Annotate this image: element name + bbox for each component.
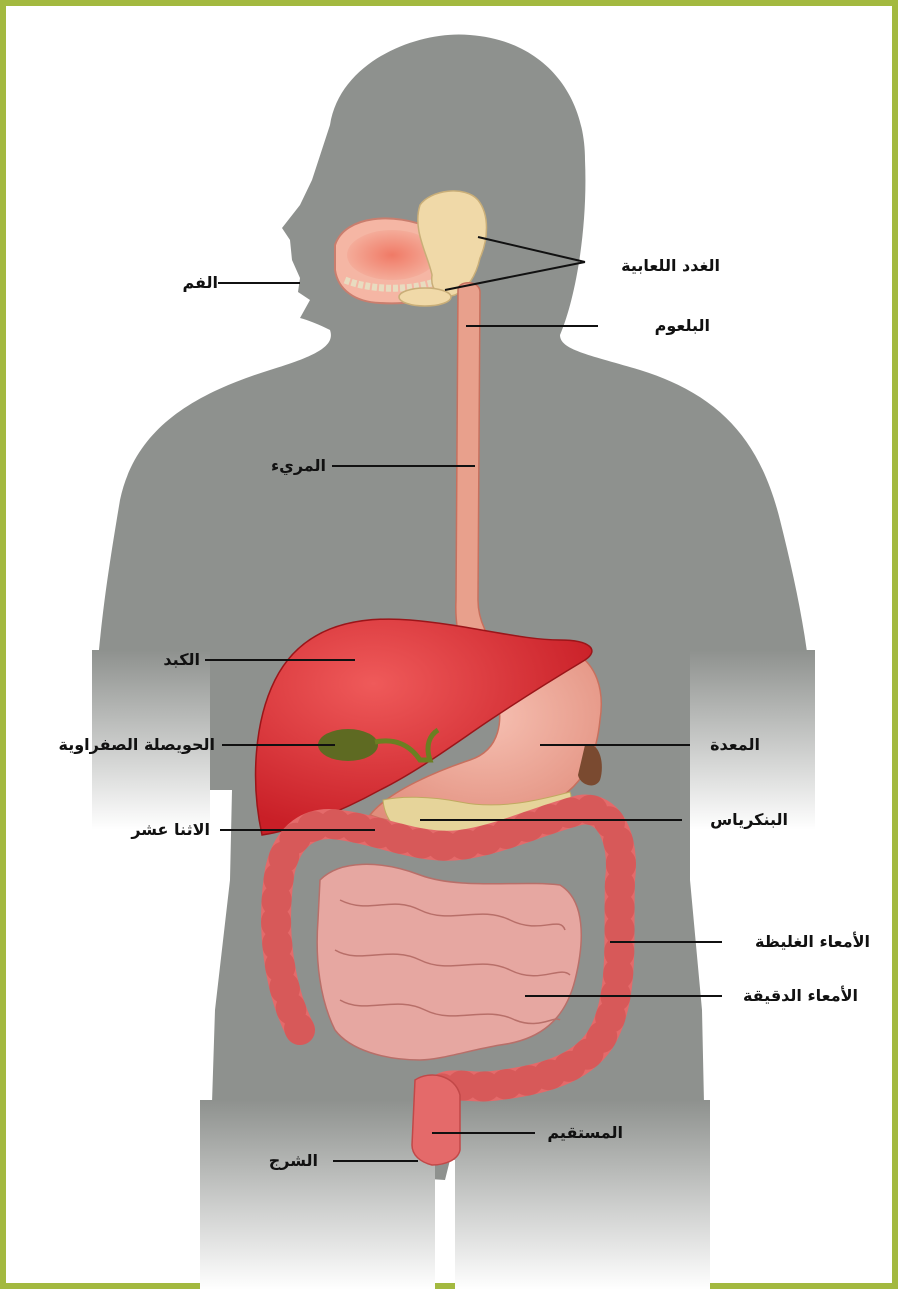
- label-large-intestine: الأمعاء الغليظة: [755, 932, 870, 952]
- rectum-organ: [412, 1075, 460, 1165]
- label-anus: الشرج: [269, 1151, 318, 1171]
- label-rectum: المستقيم: [547, 1123, 623, 1143]
- label-salivary-glands: الغدد اللعابية: [621, 256, 720, 276]
- label-esophagus: المريء: [271, 456, 326, 476]
- small-intestine-organ: [317, 864, 581, 1060]
- label-gallbladder: الحويصلة الصفراوية: [59, 735, 216, 755]
- label-mouth: الفم: [182, 273, 218, 293]
- label-duodenum: الاثنا عشر: [131, 820, 210, 840]
- label-liver: الكبد: [163, 650, 200, 670]
- label-stomach: المعدة: [710, 735, 760, 755]
- label-pancreas: البنكرياس: [710, 810, 788, 830]
- label-pharynx: البلعوم: [655, 316, 710, 336]
- label-small-intestine: الأمعاء الدقيقة: [743, 986, 858, 1006]
